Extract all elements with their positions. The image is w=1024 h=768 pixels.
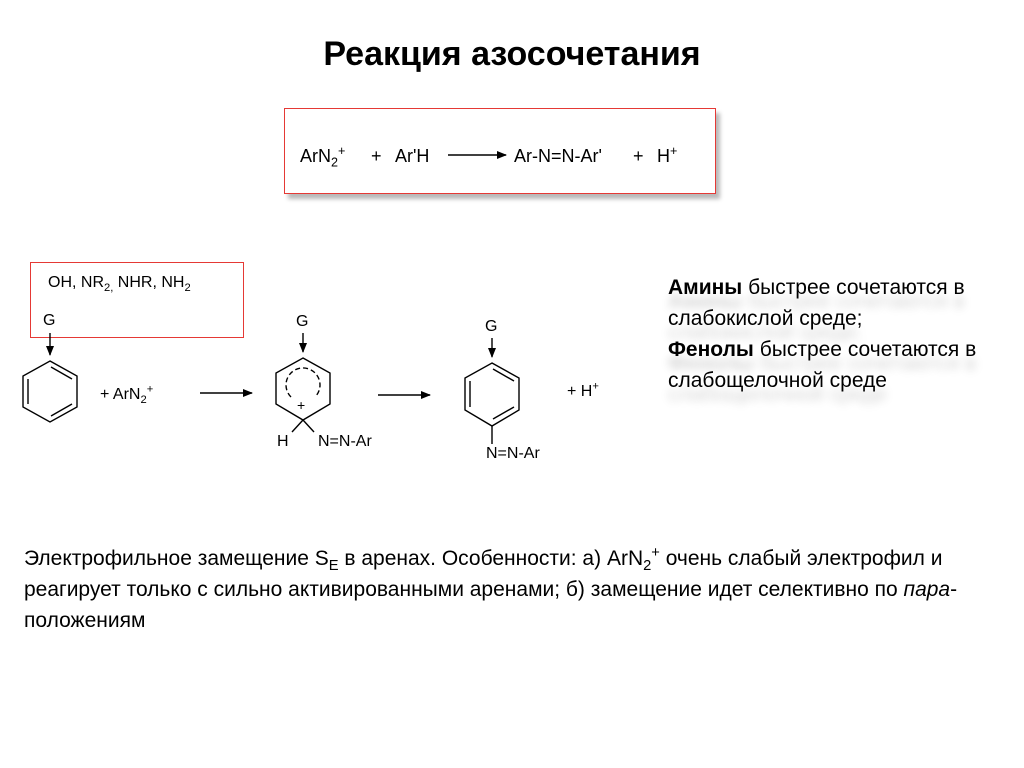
- amines-text: быстрее сочетаются в слабокислой среде;: [668, 276, 965, 330]
- h-label-sigma: H: [277, 433, 289, 450]
- description-paragraph: Электрофильное замещение SE в аренах. Ос…: [24, 545, 958, 632]
- benzene-ring-reactant: [22, 360, 78, 423]
- equation-reactant-arn2: ArN2+: [300, 144, 346, 170]
- substituent-box: [30, 262, 244, 338]
- sigma-charge-label: +: [297, 397, 306, 413]
- g-label-product: G: [485, 318, 498, 335]
- phenols-text: быстрее сочетаются в слабощелочной среде: [668, 338, 977, 392]
- general-equation-box: [284, 108, 716, 194]
- equation-plus: +: [371, 146, 382, 166]
- azo-label-sigma: N=N-Ar: [318, 433, 372, 450]
- equation-byproduct-proton: H+: [657, 144, 678, 166]
- azo-label-product: N=N-Ar: [486, 445, 540, 462]
- phenols-term: Фенолы: [668, 338, 754, 361]
- page-title: Реакция азосочетания: [323, 35, 701, 73]
- equation-product-azo: Ar-N=N-Ar': [514, 146, 602, 166]
- amines-term: Амины: [668, 276, 743, 299]
- g-label-reactant: G: [43, 312, 56, 329]
- reagent-label: + ArN2+: [100, 383, 154, 407]
- g-label-sigma: G: [296, 313, 309, 330]
- azo-bond-sigma: [302, 419, 315, 433]
- proton-label: + H+: [567, 380, 599, 400]
- benzene-ring-product: [464, 362, 520, 427]
- equation-plus-2: +: [633, 146, 644, 166]
- substituent-list: OH, NR2, NHR, NH2: [48, 274, 191, 295]
- equation-reactant-arh: Ar'H: [395, 146, 430, 166]
- h-bond: [291, 419, 304, 433]
- reactivity-note: Амины быстрее сочетаются в слабокислой с…: [668, 272, 1008, 396]
